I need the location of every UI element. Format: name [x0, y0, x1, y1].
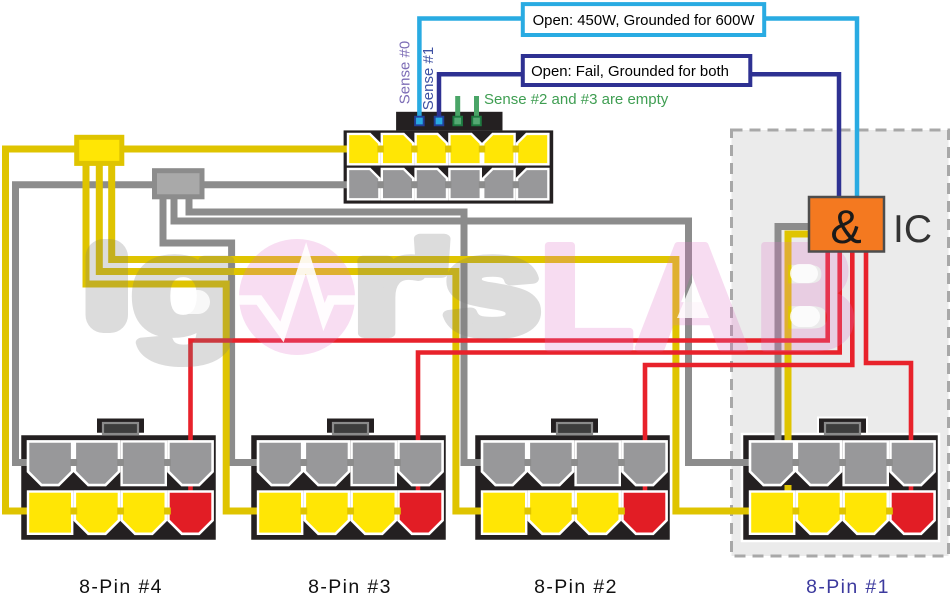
svg-text:g: g: [131, 209, 240, 362]
svg-text:Open: 450W, Grounded for 600W: Open: 450W, Grounded for 600W: [533, 13, 755, 29]
svg-text:8-Pin #1: 8-Pin #1: [806, 576, 890, 598]
svg-text:Sense #0: Sense #0: [397, 41, 414, 104]
svg-text:8-Pin #2: 8-Pin #2: [534, 576, 618, 598]
svg-text:Sense #1: Sense #1: [420, 47, 437, 110]
svg-text:Sense #2 and #3 are empty: Sense #2 and #3 are empty: [484, 91, 669, 108]
svg-text:IC: IC: [893, 208, 932, 251]
svg-text:r's: r's: [352, 209, 535, 362]
svg-text:LA: LA: [538, 213, 749, 380]
svg-text:8-Pin #4: 8-Pin #4: [79, 576, 163, 598]
svg-text:&: &: [830, 200, 861, 253]
svg-text:8-Pin #3: 8-Pin #3: [308, 576, 392, 598]
svg-text:Open: Fail, Grounded for both: Open: Fail, Grounded for both: [531, 64, 729, 80]
